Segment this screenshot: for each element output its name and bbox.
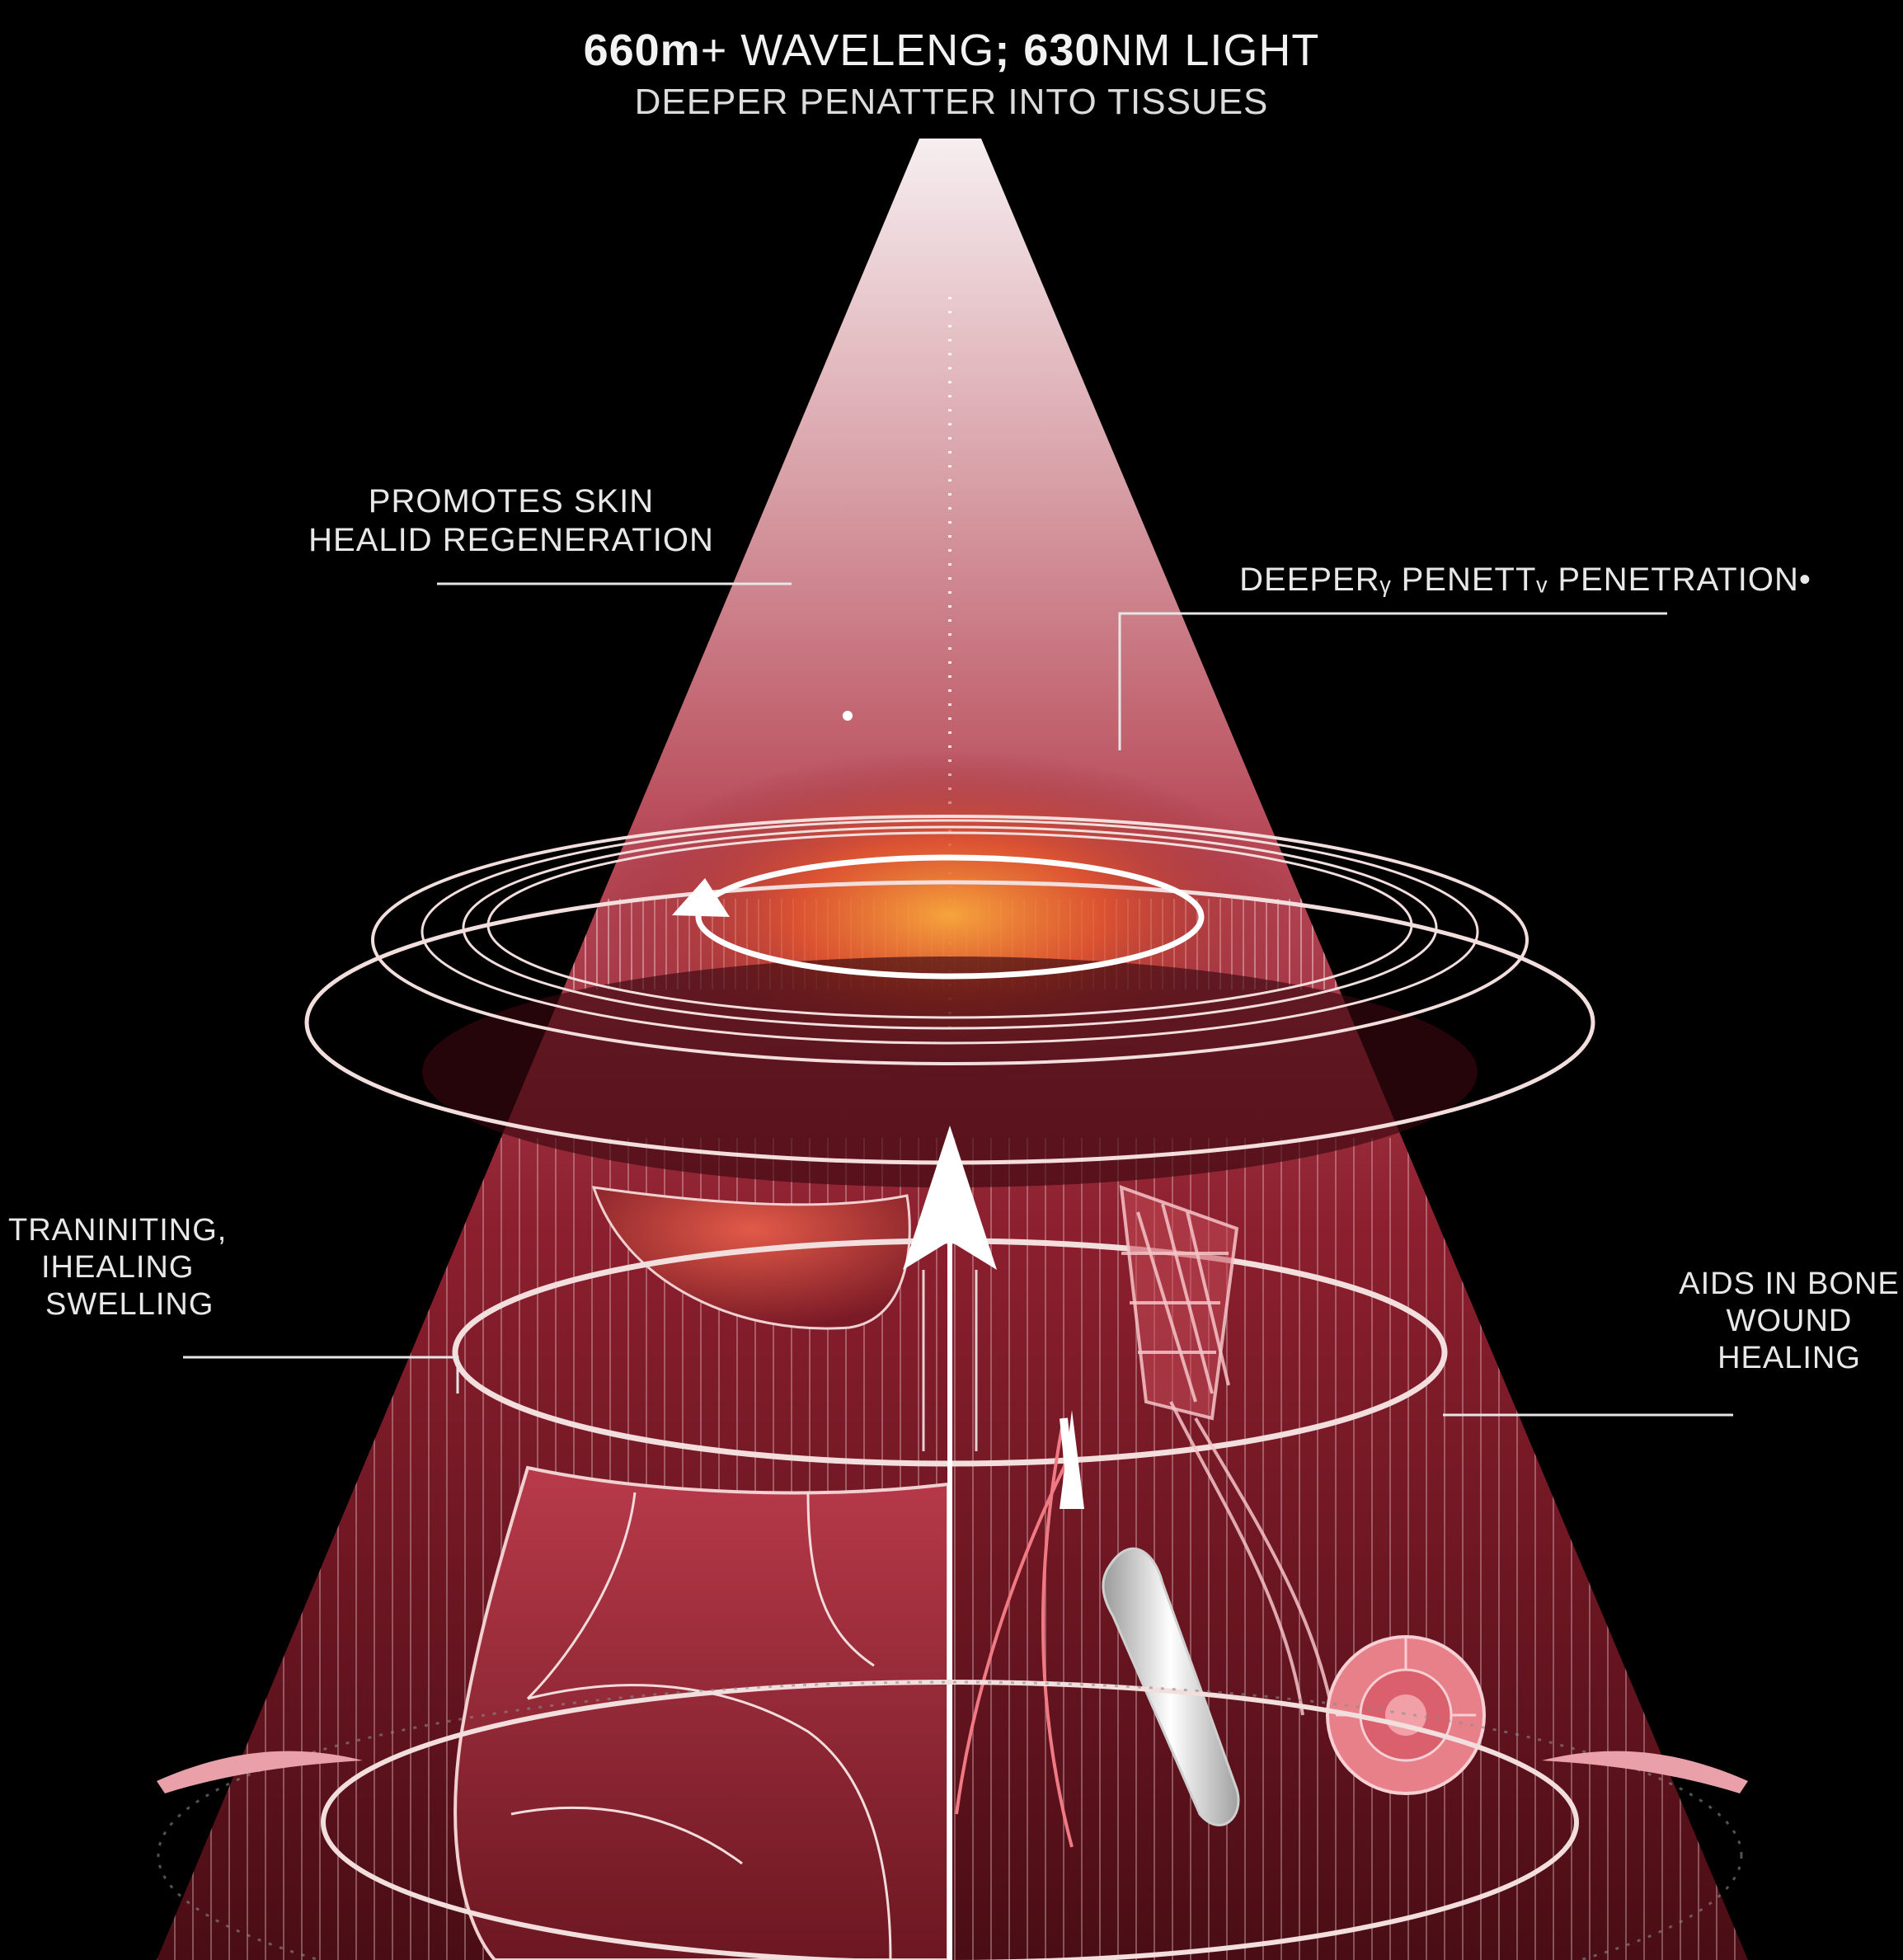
callout-bone-line1: AIDS IN BONE — [1633, 1266, 1903, 1303]
callout-skin-line1: PROMOTES SKIN — [280, 482, 742, 521]
callout-swelling-line1: TRANINITING, — [8, 1212, 231, 1249]
callout-penetration: DEEPERᵧ PENETTᵥ PENETRATION• — [1220, 561, 1830, 599]
callout-bone-line2: WOUND — [1633, 1303, 1903, 1340]
callout-swelling: TRANINITING, IHEALING SWELLING — [8, 1212, 231, 1323]
organ-heart — [455, 1468, 948, 1960]
callout-skin-line2: HEALID REGENERATION — [280, 521, 742, 560]
marker-dot — [843, 711, 853, 721]
callout-skin: PROMOTES SKIN HEALID REGENERATION — [280, 482, 742, 560]
callout-bone-line3: HEALING — [1633, 1340, 1903, 1377]
title-part-d: NM LIGHT — [1100, 26, 1319, 75]
callout-swelling-line2: IHEALING — [8, 1249, 231, 1286]
title-part-b: + WAVELENG — [701, 26, 995, 75]
title-part-c: ; 630 — [994, 26, 1100, 75]
diagram-title: 660m+ WAVELENG; 630NM LIGHT — [0, 25, 1903, 78]
callout-swelling-line3: SWELLING — [8, 1286, 231, 1323]
diagram-subtitle: DEEPER PENATTER INTO TISSUES — [0, 81, 1903, 124]
callout-bone: AIDS IN BONE WOUND HEALING — [1633, 1266, 1903, 1376]
title-part-a: 660m — [584, 26, 701, 75]
